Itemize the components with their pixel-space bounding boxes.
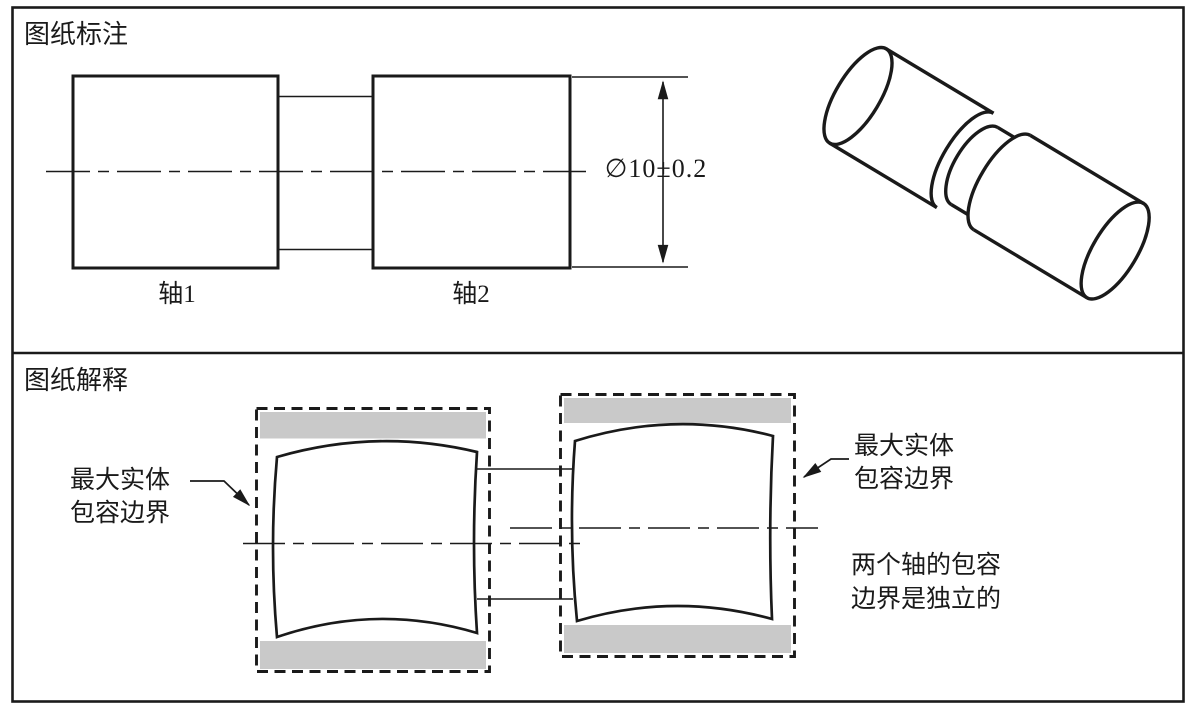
left-envelope-bottom-band	[260, 641, 486, 669]
right-envelope-label-line1: 最大实体	[854, 433, 955, 460]
right-envelope-label-line2: 包容边界	[854, 466, 955, 493]
isometric-shafts-view	[822, 45, 1151, 301]
left-cylinder-top-edge	[885, 47, 995, 115]
left-envelope-top-band	[260, 412, 486, 439]
right-envelope-leader-arrow	[802, 458, 849, 478]
shaft1-label: 轴1	[158, 281, 196, 308]
left-envelope-leader-arrow	[190, 480, 251, 507]
left-envelope-label-line2: 包容边界	[70, 500, 171, 527]
right-cylinder-body-fill	[967, 134, 1150, 299]
independence-note-line2: 边界是独立的	[851, 586, 1002, 613]
neck-inner-ring-arc	[944, 124, 999, 207]
left-cylinder-face	[822, 45, 894, 147]
right-cylinder-top-edge	[1029, 133, 1145, 205]
left-envelope-label-line1: 最大实体	[70, 467, 171, 494]
right-cylinder-back-edge	[966, 132, 1032, 232]
figure-border	[11, 6, 1185, 703]
shaft1-actual-profile	[271, 439, 479, 639]
right-envelope-label: 最大实体 包容边界	[854, 430, 954, 496]
bottom-panel-title: 图纸解释	[24, 366, 129, 395]
right-cylinder-bottom-edge	[972, 228, 1088, 300]
right-envelope-boundary	[559, 393, 796, 658]
left-envelope-label: 最大实体 包容边界	[70, 464, 170, 530]
independence-note: 两个轴的包容 边界是独立的	[851, 549, 1001, 617]
top-panel-title: 图纸标注	[24, 20, 129, 49]
right-cylinder-face	[1079, 200, 1151, 301]
right-envelope-bottom-band	[564, 625, 791, 653]
left-envelope-boundary	[255, 407, 491, 673]
independence-note-line1: 两个轴的包容	[851, 552, 1002, 579]
shaft2-actual-profile	[570, 422, 775, 623]
left-cylinder-bottom-edge	[828, 141, 938, 209]
shaft2-label: 轴2	[452, 281, 490, 308]
right-envelope-top-band	[564, 398, 791, 423]
diameter-dimension-label: ∅10±0.2	[604, 154, 708, 183]
neck-outer-ring-arc	[929, 110, 995, 209]
